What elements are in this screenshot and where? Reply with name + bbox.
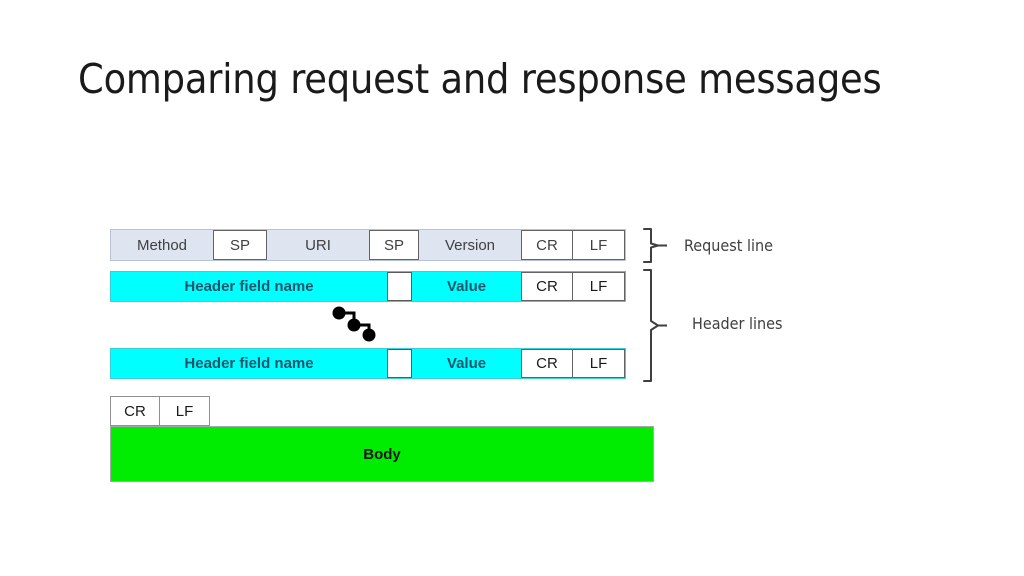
segment-method: Method [136,236,188,254]
segment-cr: CR [521,349,573,378]
header-line-row-1: Header field name Value CR LF [110,271,626,302]
segment-header-field-name: Header field name [184,278,314,295]
segment-version: Version [444,236,496,254]
segment-colon-separator [387,272,412,301]
body-bar: Body [110,426,654,482]
segment-lf: LF [160,396,210,426]
segment-colon-separator [387,349,412,378]
segment-uri: URI [305,236,331,254]
annotation-label-header-lines: Header lines [692,314,783,333]
stepped-dots-icon [326,304,386,344]
brace-header-lines [641,268,668,383]
segment-lf: LF [573,272,625,301]
segment-header-value: Value [446,278,487,295]
segment-sp-1: SP [213,230,267,260]
blank-line-row: CR LF [110,396,210,426]
segment-header-field-name: Header field name [184,355,314,372]
segment-cr: CR [521,272,573,301]
segment-cr: CR [110,396,160,426]
segment-lf: LF [573,349,625,378]
brace-request-line [641,227,668,264]
request-line-row: Method SP URI SP Version CR LF [110,229,626,261]
header-line-row-2: Header field name Value CR LF [110,348,626,379]
segment-cr: CR [521,230,573,260]
segment-lf: LF [573,230,625,260]
segment-sp-2: SP [369,230,419,260]
page-title: Comparing request and response messages [78,55,882,103]
annotation-label-request-line: Request line [684,236,773,255]
segment-header-value: Value [446,355,487,372]
